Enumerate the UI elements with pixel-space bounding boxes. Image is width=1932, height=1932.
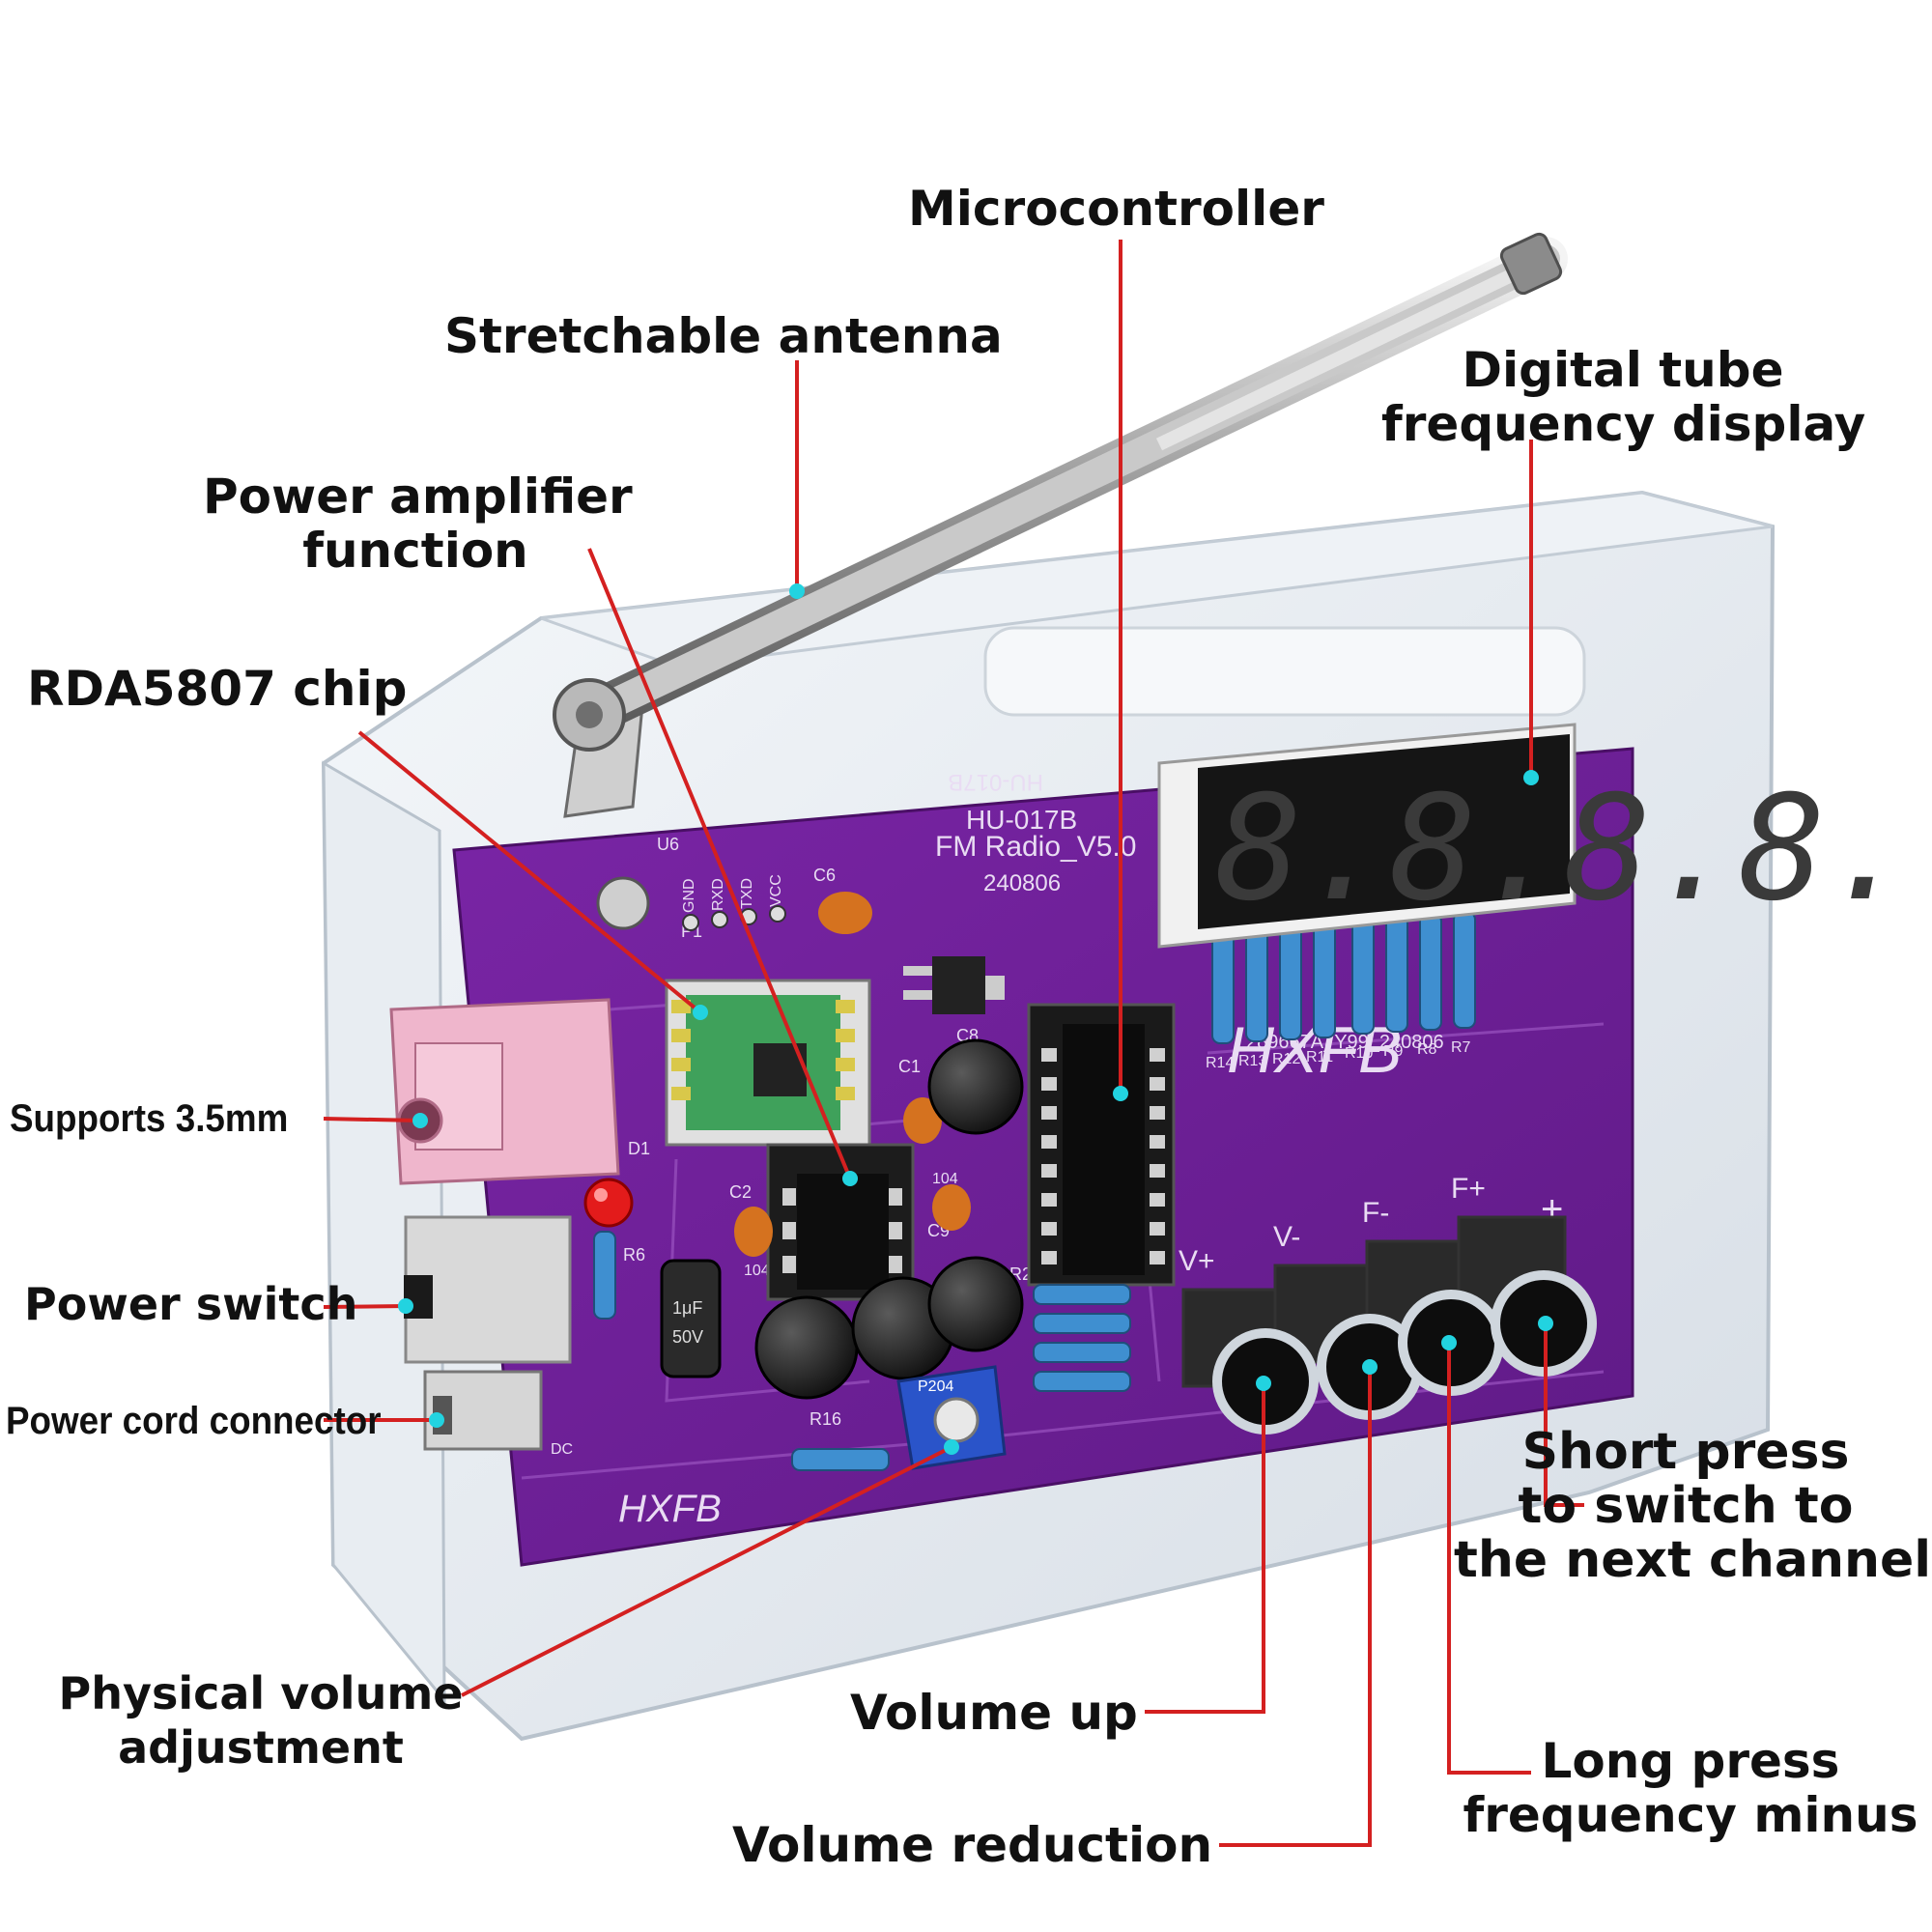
label-power-switch: Power switch [24, 1278, 358, 1330]
ref-r8: R8 [1417, 1041, 1437, 1058]
label-microcontroller: Microcontroller [908, 181, 1324, 237]
pcb-title: FM Radio_V5.0 [935, 831, 1136, 863]
callout-dots [398, 583, 1553, 1455]
label-volume-reduction: Volume reduction [732, 1817, 1213, 1873]
label-next-channel-line2: to switch to [1518, 1477, 1854, 1535]
pin-txd: TXD [739, 878, 755, 909]
micro-usb-icon [423, 1370, 543, 1451]
antenna-icon [553, 232, 1568, 818]
label-volume-knob: Physical volume adjustment [58, 1666, 464, 1775]
pcb-date: 240806 [983, 870, 1061, 896]
label-next-channel-line1: Short press [1521, 1423, 1850, 1481]
ref-u6: U6 [657, 835, 679, 854]
seven-segment-display-icon: 8.8.8.8. [1157, 723, 1913, 949]
microcontroller-ic [1027, 1003, 1176, 1287]
ref-r6: R6 [623, 1245, 645, 1264]
label-stretchable-antenna: Stretchable antenna [444, 308, 1003, 364]
label-next-channel: Short press to switch to the next channe… [1454, 1423, 1932, 1589]
label-power-amplifier-line2: function [302, 523, 528, 579]
resistor-array: R14 R13 R12 R11 R10 R9 R8 R7 [593, 911, 1476, 1471]
label-audio-jack: Supports 3.5mm [10, 1097, 289, 1140]
header-pins: GND RXD TXD VCC [681, 874, 786, 931]
ref-r11: R11 [1306, 1049, 1333, 1065]
pin-rxd: RXD [710, 878, 726, 911]
voltage-regulator [903, 956, 1005, 1014]
label-digital-display-line2: frequency display [1381, 396, 1866, 452]
rda5807-module [665, 979, 871, 1147]
label-digital-display-line1: Digital tube [1462, 342, 1784, 398]
ref-r12: R12 [1272, 1051, 1300, 1067]
ref-c6: C6 [813, 866, 836, 885]
power-led [583, 1178, 634, 1228]
ref-c2: C2 [729, 1182, 752, 1202]
pot-label: P204 [918, 1378, 953, 1395]
ref-r10: R10 [1345, 1045, 1373, 1062]
btn-label-vplus: V+ [1179, 1245, 1215, 1277]
amplifier-ic [766, 1143, 915, 1301]
pin-gnd: GND [681, 878, 697, 913]
label-power-amplifier-line1: Power amplifier [203, 469, 633, 525]
pcb-model: HU-017B [966, 805, 1077, 835]
label-frequency-minus-line1: Long press [1541, 1733, 1840, 1789]
ref-104a: 104 [744, 1263, 770, 1279]
label-next-channel-line3: the next channel [1454, 1531, 1932, 1589]
ref-r9: R9 [1383, 1043, 1404, 1060]
cap-value: 1μF [672, 1298, 702, 1318]
display-digits: 8.8.8.8. [1215, 765, 1913, 933]
cap-voltage: 50V [672, 1327, 703, 1347]
audio-jack-icon [389, 998, 620, 1185]
pcb-model-mirror: HU-017B [948, 769, 1043, 795]
label-volume-knob-line2: adjustment [118, 1721, 404, 1774]
ref-dc: DC [551, 1441, 573, 1458]
label-frequency-minus: Long press frequency minus [1459, 1734, 1922, 1842]
pin-vcc: VCC [768, 874, 784, 907]
leader-lines [323, 240, 1584, 1847]
label-volume-knob-line1: Physical volume [58, 1667, 464, 1719]
ceramic-capacitors [734, 892, 971, 1257]
mount-screw [596, 876, 650, 930]
btn-label-vminus: V- [1273, 1221, 1300, 1253]
label-digital-display: Digital tube frequency display [1381, 342, 1866, 452]
ref-d1: D1 [628, 1139, 650, 1158]
btn-label-fplus: F+ [1451, 1173, 1486, 1205]
label-volume-up: Volume up [850, 1685, 1138, 1741]
btn-label-fminus: F- [1362, 1197, 1389, 1229]
label-power-cord: Power cord connector [6, 1400, 382, 1442]
pcb-brand-small: HXFB [618, 1488, 722, 1530]
label-power-amplifier: Power amplifier function [203, 469, 633, 579]
ref-r16: R16 [810, 1409, 841, 1429]
ref-r7: R7 [1451, 1039, 1471, 1056]
power-switch-icon [404, 1215, 572, 1364]
ref-104b: 104 [932, 1171, 958, 1187]
ref-r14: R14 [1206, 1055, 1234, 1071]
label-rda5807-chip: RDA5807 chip [27, 661, 408, 717]
label-frequency-minus-line2: frequency minus [1463, 1787, 1918, 1843]
electrolytic-capacitors: 1μF 50V [660, 1038, 1024, 1400]
ref-c1: C1 [898, 1057, 921, 1076]
ref-r13: R13 [1238, 1053, 1266, 1069]
